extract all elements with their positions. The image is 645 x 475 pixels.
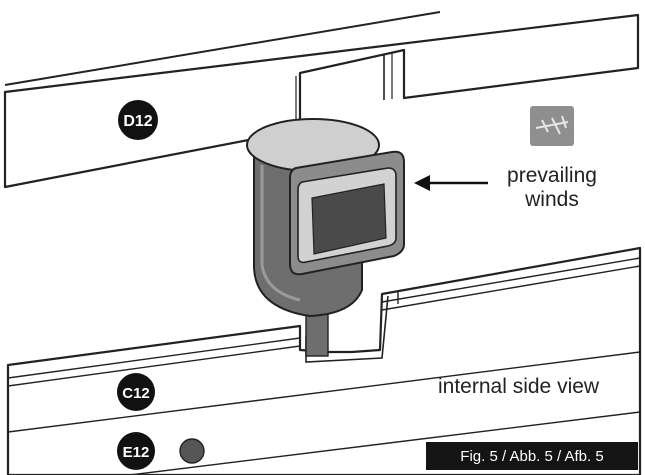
label-prevailing: prevailing bbox=[507, 164, 597, 187]
badge-e12-label: E12 bbox=[123, 444, 150, 461]
label-internal-side-view: internal side view bbox=[438, 375, 600, 398]
label-winds: winds bbox=[524, 188, 579, 211]
mounting-hole bbox=[179, 438, 205, 464]
sensor-device bbox=[246, 118, 405, 357]
badge-e12: E12 bbox=[117, 432, 155, 470]
figure-caption: Fig. 5 / Abb. 5 / Afb. 5 bbox=[426, 442, 638, 470]
bottom-panel-c12 bbox=[6, 246, 642, 475]
left-arrow-icon bbox=[414, 175, 488, 191]
badge-d12: D12 bbox=[118, 100, 158, 140]
badge-c12: C12 bbox=[117, 373, 155, 411]
badge-d12-label: D12 bbox=[123, 113, 152, 130]
badge-c12-label: C12 bbox=[122, 385, 150, 402]
weather-vane-icon bbox=[530, 106, 574, 146]
top-panel-d12 bbox=[3, 11, 640, 189]
